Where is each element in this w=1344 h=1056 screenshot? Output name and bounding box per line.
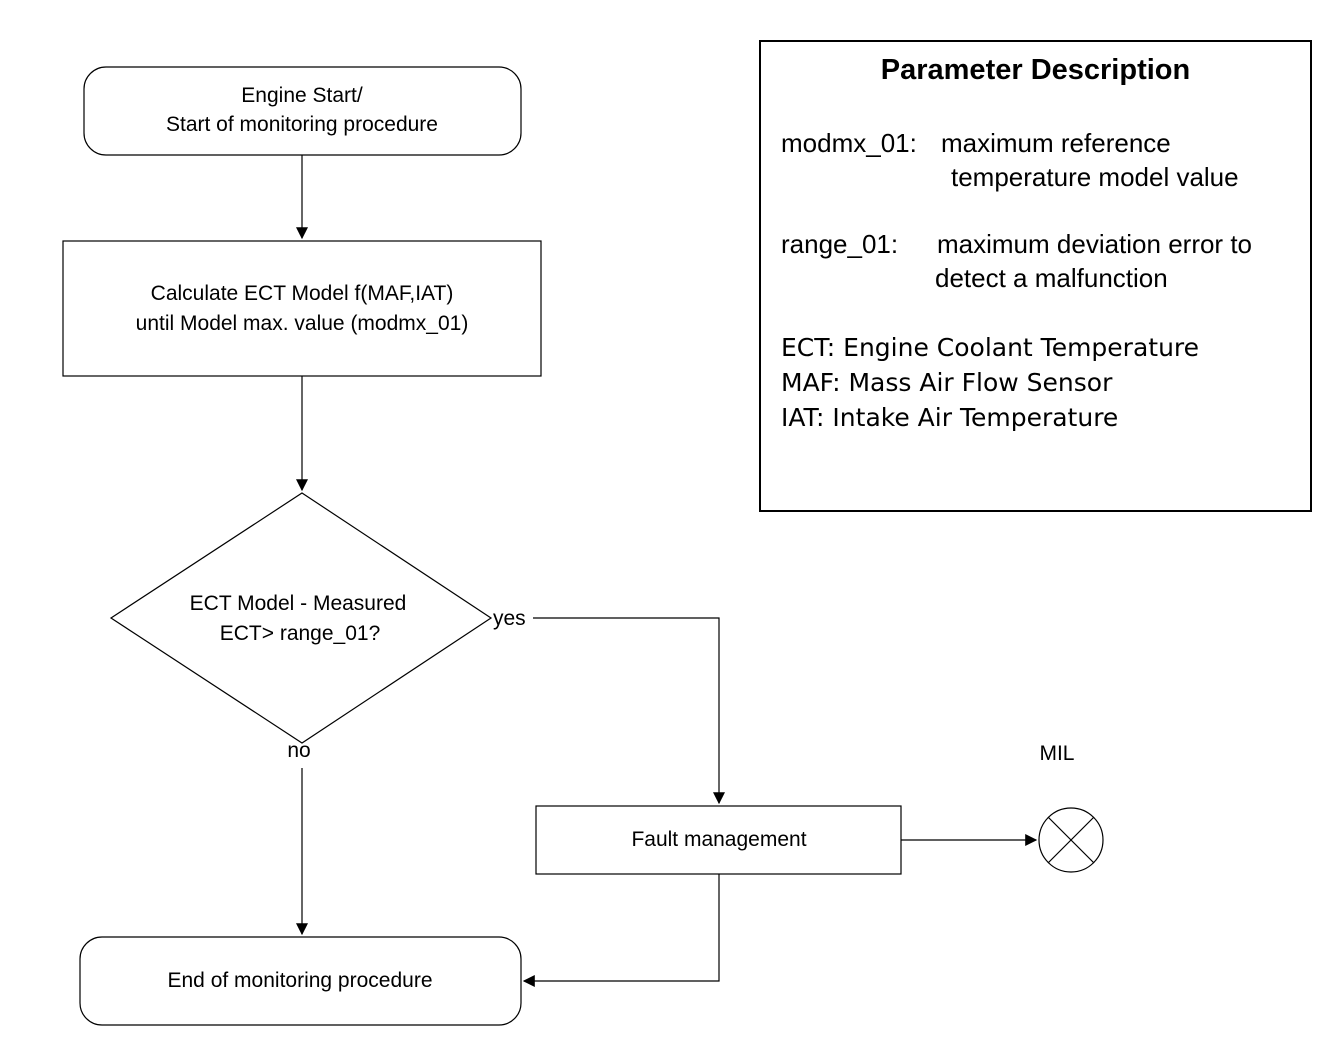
parameter-term: range_01:	[781, 229, 899, 259]
end-node: End of monitoring procedure	[79, 936, 522, 1026]
calculate-node-line2: until Model max. value (modmx_01)	[136, 312, 469, 335]
mil-label: MIL	[1039, 742, 1074, 765]
decision-node-line2: ECT> range_01?	[220, 622, 381, 645]
fault-management-node: Fault management	[535, 805, 902, 875]
arrow-fault-to-end	[522, 874, 720, 987]
fault-management-label: Fault management	[631, 828, 806, 851]
parameter-desc-line2: temperature model value	[951, 162, 1239, 192]
abbreviation-iat: IAT: Intake Air Temperature	[781, 403, 1119, 432]
abbreviation-ect: ECT: Engine Coolant Temperature	[781, 333, 1200, 362]
decision-node: ECT Model - Measured ECT> range_01?	[109, 492, 493, 744]
arrow-yes-to-fault	[533, 617, 725, 805]
calculate-node-line1: Calculate ECT Model f(MAF,IAT)	[151, 282, 454, 305]
parameter-description-title: Parameter Description	[880, 54, 1191, 86]
abbreviation-maf: MAF: Mass Air Flow Sensor	[781, 368, 1113, 397]
parameter-description-panel: Parameter Description modmx_01: maximum …	[759, 40, 1312, 512]
no-label: no	[287, 739, 310, 762]
mil-lamp-icon	[1038, 807, 1104, 873]
parameter-entry-range: range_01: maximum deviation error to det…	[781, 227, 1301, 295]
end-node-label: End of monitoring procedure	[168, 969, 433, 992]
parameter-term: modmx_01:	[781, 128, 917, 158]
parameter-desc-line1: maximum reference	[941, 128, 1171, 158]
start-node-line1: Engine Start/	[241, 84, 363, 107]
start-node: Engine Start/ Start of monitoring proced…	[83, 66, 522, 156]
calculate-node: Calculate ECT Model f(MAF,IAT) until Mod…	[62, 240, 542, 377]
start-node-line2: Start of monitoring procedure	[166, 113, 438, 136]
parameter-desc-line1: maximum deviation error to	[937, 229, 1252, 259]
decision-node-line1: ECT Model - Measured	[190, 592, 407, 615]
parameter-entry-modmx: modmx_01: maximum reference temperature …	[781, 126, 1301, 194]
parameter-desc-line2: detect a malfunction	[935, 263, 1168, 293]
yes-label: yes	[493, 607, 526, 630]
